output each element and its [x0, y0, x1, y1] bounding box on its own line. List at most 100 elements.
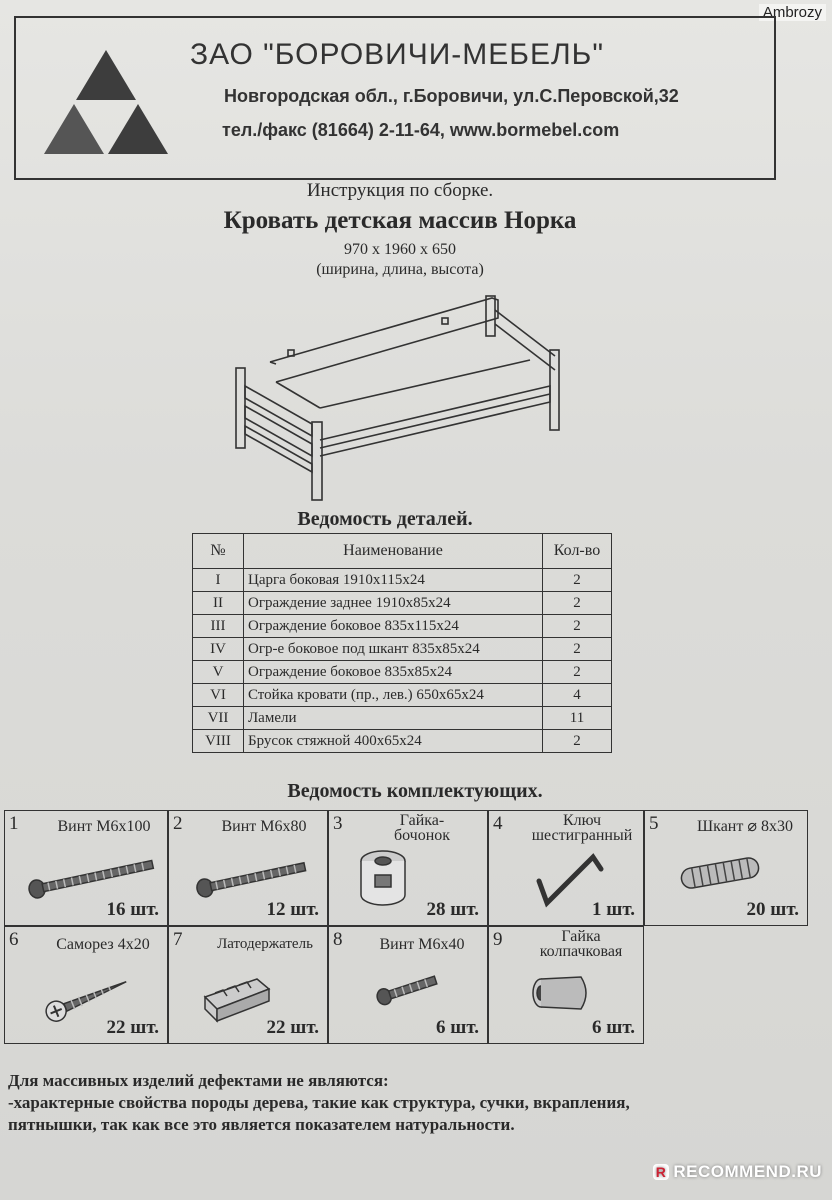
row-name: Ограждение боковое 835х85х24 — [243, 660, 543, 684]
dowel-icon — [680, 857, 760, 889]
component-qty: 12 шт. — [266, 899, 319, 920]
row-qty: 2 — [542, 614, 612, 638]
component-num: 1 — [9, 813, 19, 834]
row-name: Огр-е боковое под шкант 835х85х24 — [243, 637, 543, 661]
component-num: 5 — [649, 813, 659, 834]
component-num: 4 — [493, 813, 503, 834]
col-name-header: Наименование — [243, 533, 543, 569]
row-num: II — [192, 591, 244, 615]
row-name: Ограждение заднее 1910х85х24 — [243, 591, 543, 615]
row-qty: 2 — [542, 729, 612, 753]
component-qty: 22 шт. — [106, 1017, 159, 1038]
row-qty: 2 — [542, 637, 612, 661]
component-qty: 22 шт. — [266, 1017, 319, 1038]
row-num: V — [192, 660, 244, 684]
row-name: Стойка кровати (пр., лев.) 650х65х24 — [243, 683, 543, 707]
short-bolt-icon — [376, 975, 438, 1006]
component-cell: 2 Винт М6х80 12 шт. — [168, 810, 328, 926]
col-num-header: № — [192, 533, 244, 569]
component-num: 2 — [173, 813, 183, 834]
col-qty-header: Кол-во — [542, 533, 612, 569]
component-cell: 8 Винт М6х40 6 шт. — [328, 926, 488, 1044]
row-qty: 4 — [542, 683, 612, 707]
row-qty: 11 — [542, 706, 612, 730]
company-address: Новгородская обл., г.Боровичи, ул.С.Перо… — [224, 86, 679, 106]
row-name: Ограждение боковое 835х115х24 — [243, 614, 543, 638]
component-num: 8 — [333, 929, 343, 950]
company-phone: тел./факс (81664) 2-11-64, www.bormebel.… — [222, 120, 620, 140]
footer-line: -характерные свойства породы дерева, так… — [8, 1093, 630, 1112]
row-num: IV — [192, 637, 244, 661]
company-header — [14, 16, 776, 180]
row-name: Царга боковая 1910х115х24 — [243, 568, 543, 592]
row-name: Брусок стяжной 400х65х24 — [243, 729, 543, 753]
component-name: Шкант ⌀ 8х30 — [697, 818, 793, 835]
component-cell: 6 Саморез 4х20 22 шт. — [4, 926, 168, 1044]
component-name: Винт М6х80 — [221, 818, 307, 835]
hex-key-icon — [536, 853, 604, 908]
component-name: Винт М6х40 — [379, 936, 465, 953]
recommend-badge: R — [652, 1164, 670, 1180]
row-num: VI — [192, 683, 244, 707]
component-name: Саморез 4х20 — [56, 936, 150, 953]
component-num: 6 — [9, 929, 19, 950]
component-name: Ключ шестигранный — [531, 812, 633, 844]
component-num: 9 — [493, 929, 503, 950]
component-name: Гайка колпачковая — [539, 928, 623, 960]
component-cell: 1 Винт М6х100 16 шт. — [4, 810, 168, 926]
instruction-heading: Инструкция по сборке. — [306, 180, 494, 201]
component-qty: 28 шт. — [426, 899, 479, 920]
recommend-text: RECOMMEND.RU — [673, 1162, 822, 1181]
product-title: Кровать детская массив Норка — [223, 207, 577, 234]
component-qty: 6 шт. — [436, 1017, 479, 1038]
component-num: 3 — [333, 813, 343, 834]
footer-line: Для массивных изделий дефектами не являю… — [8, 1071, 389, 1090]
product-dimensions: 970 х 1960 х 650 — [344, 241, 456, 258]
component-cell: 5 Шкант ⌀ 8х30 20 шт. — [644, 810, 808, 926]
component-qty: 20 шт. — [746, 899, 799, 920]
component-cell: 3 Гайка- бочонок 28 шт. — [328, 810, 488, 926]
company-logo-icon — [44, 50, 168, 154]
component-name: Гайка- бочонок — [393, 812, 451, 844]
row-num: I — [192, 568, 244, 592]
row-num: III — [192, 614, 244, 638]
barrel-nut-icon — [360, 850, 406, 906]
row-qty: 2 — [542, 660, 612, 684]
cap-nut-icon — [532, 976, 587, 1010]
long-bolt-icon — [28, 859, 155, 899]
component-qty: 6 шт. — [592, 1017, 635, 1038]
component-num: 7 — [173, 929, 183, 950]
slat-holder-icon — [203, 978, 271, 1023]
component-name: Винт М6х100 — [57, 818, 151, 835]
component-name: Латодержатель — [217, 936, 313, 952]
footer-note: Для массивных изделий дефектами не являю… — [8, 1070, 808, 1136]
bed-drawing — [235, 295, 560, 501]
row-qty: 2 — [542, 568, 612, 592]
components-list-title: Ведомость комплектующих. — [287, 780, 543, 802]
component-qty: 1 шт. — [592, 899, 635, 920]
company-name: ЗАО "БОРОВИЧИ-МЕБЕЛЬ" — [190, 38, 605, 71]
row-num: VIII — [192, 729, 244, 753]
components-grid: 1 Винт М6х100 16 шт. 2 Винт М6х80 — [4, 810, 808, 1044]
row-qty: 2 — [542, 591, 612, 615]
row-name: Ламели — [243, 706, 543, 730]
bolt-icon — [196, 861, 307, 898]
footer-line: пятнышки, так как все это является показ… — [8, 1115, 515, 1134]
parts-list-title: Ведомость деталей. — [297, 508, 473, 530]
row-num: VII — [192, 706, 244, 730]
component-qty: 16 шт. — [106, 899, 159, 920]
component-cell: 7 Латодержатель 22 шт. — [168, 926, 328, 1044]
component-cell: 4 Ключ шестигранный 1 шт. — [488, 810, 644, 926]
component-cell: 9 Гайка колпачковая 6 шт. — [488, 926, 644, 1044]
